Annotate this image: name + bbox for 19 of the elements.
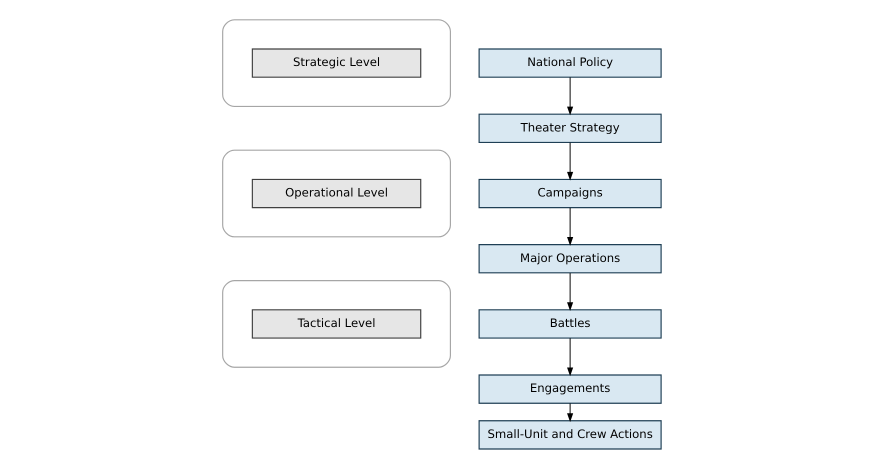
arrow (566, 403, 573, 422)
arrow (566, 338, 573, 376)
node-box: Tactical Level (251, 309, 421, 339)
node-box: Major Operations (478, 244, 662, 274)
node-box: Small-Unit and Crew Actions (478, 420, 662, 450)
cluster (222, 19, 450, 107)
arrow (566, 207, 573, 246)
node-box: Operational Level (251, 178, 421, 208)
arrow (566, 142, 573, 181)
arrow (566, 272, 573, 312)
node-box: National Policy (478, 48, 662, 78)
cluster (222, 280, 450, 368)
node-box: Engagements (478, 374, 662, 404)
node-box: Battles (478, 309, 662, 339)
node-box: Campaigns (478, 178, 662, 208)
cluster (222, 150, 450, 238)
node-box: Theater Strategy (478, 114, 662, 144)
arrow (566, 77, 573, 116)
node-box: Strategic Level (251, 48, 421, 78)
